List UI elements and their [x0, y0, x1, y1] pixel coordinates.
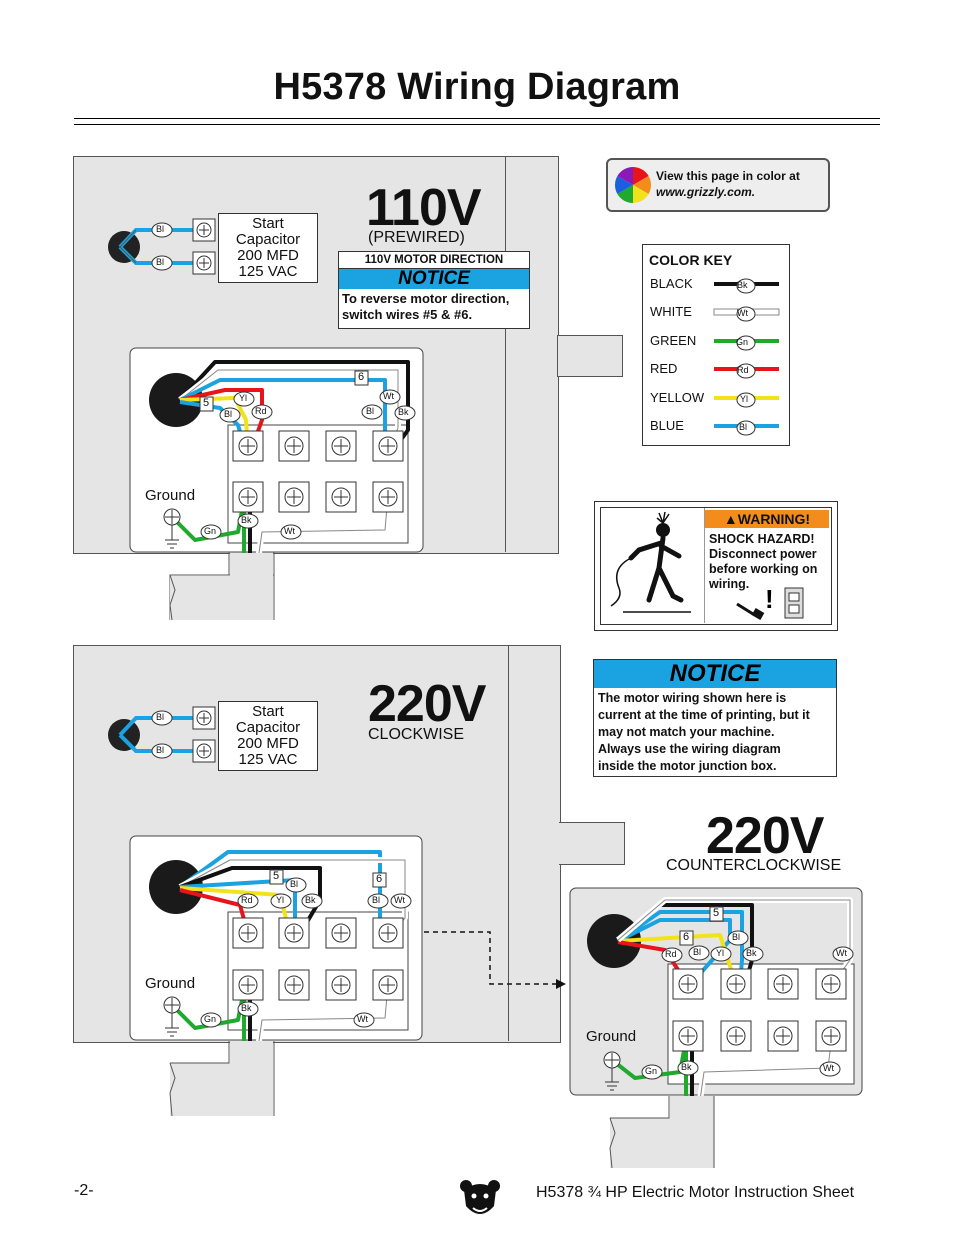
color-key-abbr: Rd — [737, 365, 749, 375]
wire-tag: Wt — [836, 948, 847, 958]
heading-110v: 110V — [366, 179, 482, 237]
page-number: -2- — [74, 1182, 94, 1199]
capacitor-220v — [108, 706, 216, 763]
color-key-item: GREEN — [650, 333, 697, 348]
title-rule-top — [74, 118, 880, 119]
direction-notice-bar: NOTICE — [339, 269, 529, 289]
warning-triangle-icon: ▲ — [723, 511, 738, 527]
color-key-item: BLACK — [650, 276, 693, 291]
color-key-item: RED — [650, 361, 678, 376]
color-key-item: BLUE — [650, 418, 684, 433]
wire-tag: Bk — [241, 515, 252, 525]
color-key-abbr: Yl — [740, 394, 749, 404]
wire-tag: Wt — [394, 895, 405, 905]
grizzly-bear-logo-icon — [460, 1180, 500, 1214]
heading-220v-ccw: 220V — [706, 807, 824, 865]
wire-number: 5 — [713, 907, 720, 919]
wire-tag: Gn — [204, 1014, 217, 1024]
wire-tag: Wt — [823, 1063, 834, 1073]
ground-label-220v-cw: Ground — [145, 975, 196, 992]
subheading-counterclockwise: COUNTERCLOCKWISE — [666, 857, 842, 874]
wire-tag: Bl — [156, 745, 165, 755]
color-key-title: COLOR KEY — [649, 252, 733, 268]
panel-220v-cw-tab — [559, 822, 625, 865]
wire-tag: Bl — [693, 947, 702, 957]
page-title: H5378 Wiring Diagram — [273, 66, 681, 108]
color-key-item: YELLOW — [650, 390, 705, 405]
color-wheel-icon — [614, 167, 652, 203]
color-key-abbr: Bk — [737, 280, 748, 290]
panel-110v-tab — [557, 335, 623, 377]
wire-tag: Bk — [681, 1062, 692, 1072]
terminal-block-220v-cw — [232, 917, 404, 1001]
wire-tag: Yl — [716, 948, 725, 958]
title-rule-bottom — [74, 124, 880, 125]
subheading-prewired: (PREWIRED) — [368, 229, 465, 246]
wire-number: 6 — [358, 371, 365, 383]
wire-tag: Bl — [366, 406, 375, 416]
wire-tag: Yl — [276, 895, 285, 905]
wire-tag: Bk — [398, 407, 409, 417]
footer-title: H5378 ¾ HP Electric Motor Instruction Sh… — [536, 1184, 855, 1201]
wire-number: 6 — [376, 873, 383, 885]
wire-tag: Bl — [156, 224, 165, 234]
svg-text:!: ! — [765, 586, 774, 614]
warning-header: ▲WARNING! — [705, 510, 829, 528]
color-key-abbr: Bl — [739, 422, 748, 432]
color-key-swatches — [713, 278, 780, 436]
wiring-notice-bar: NOTICE — [594, 660, 836, 688]
wire-tag: Bk — [305, 895, 316, 905]
heading-220v-cw: 220V — [368, 675, 486, 733]
direction-notice: 110V MOTOR DIRECTION NOTICE To reverse m… — [338, 251, 530, 329]
terminal-block-110v — [232, 430, 404, 513]
shock-figure-icon — [610, 508, 705, 623]
color-key: COLOR KEY BLACK WHITE GREEN RED YELLOW B… — [642, 244, 790, 446]
subheading-clockwise: CLOCKWISE — [368, 726, 465, 743]
panel-110v-divider — [505, 156, 558, 552]
wire-number: 5 — [273, 870, 280, 882]
color-key-abbr: Gn — [736, 337, 749, 347]
wire-tag: Bl — [372, 895, 381, 905]
wire-tag: Bl — [156, 257, 165, 267]
wire-tag: Gn — [645, 1066, 658, 1076]
wire-tag: Gn — [204, 526, 217, 536]
ground-label-110v: Ground — [145, 487, 196, 504]
wire-tag: Bl — [224, 409, 233, 419]
wire-tag: Wt — [357, 1014, 368, 1024]
wire-number: 6 — [683, 931, 690, 943]
wire-tag: Yl — [239, 393, 248, 403]
plug-outlet-icon: ! — [736, 586, 804, 620]
panel-220v-cw-divider — [508, 645, 560, 1041]
wire-tag: Wt — [284, 526, 295, 536]
wire-tag: Rd — [241, 895, 253, 905]
wire-tag: Bl — [156, 712, 165, 722]
color-key-abbr: Wt — [737, 308, 748, 318]
wire-tag: Wt — [383, 391, 394, 401]
wire-tag: Bl — [732, 932, 741, 942]
wire-tag: Rd — [255, 406, 267, 416]
wire-tag: Bk — [746, 948, 757, 958]
color-key-item: WHITE — [650, 304, 692, 319]
ground-label-220v-ccw: Ground — [586, 1028, 637, 1045]
terminal-block-220v-ccw — [672, 968, 847, 1052]
capacitor-110v — [108, 218, 216, 275]
wire-tag: Bl — [290, 879, 299, 889]
wire-tag: Rd — [665, 949, 677, 959]
wire-tag: Bk — [241, 1003, 252, 1013]
wire-number: 5 — [203, 397, 210, 409]
